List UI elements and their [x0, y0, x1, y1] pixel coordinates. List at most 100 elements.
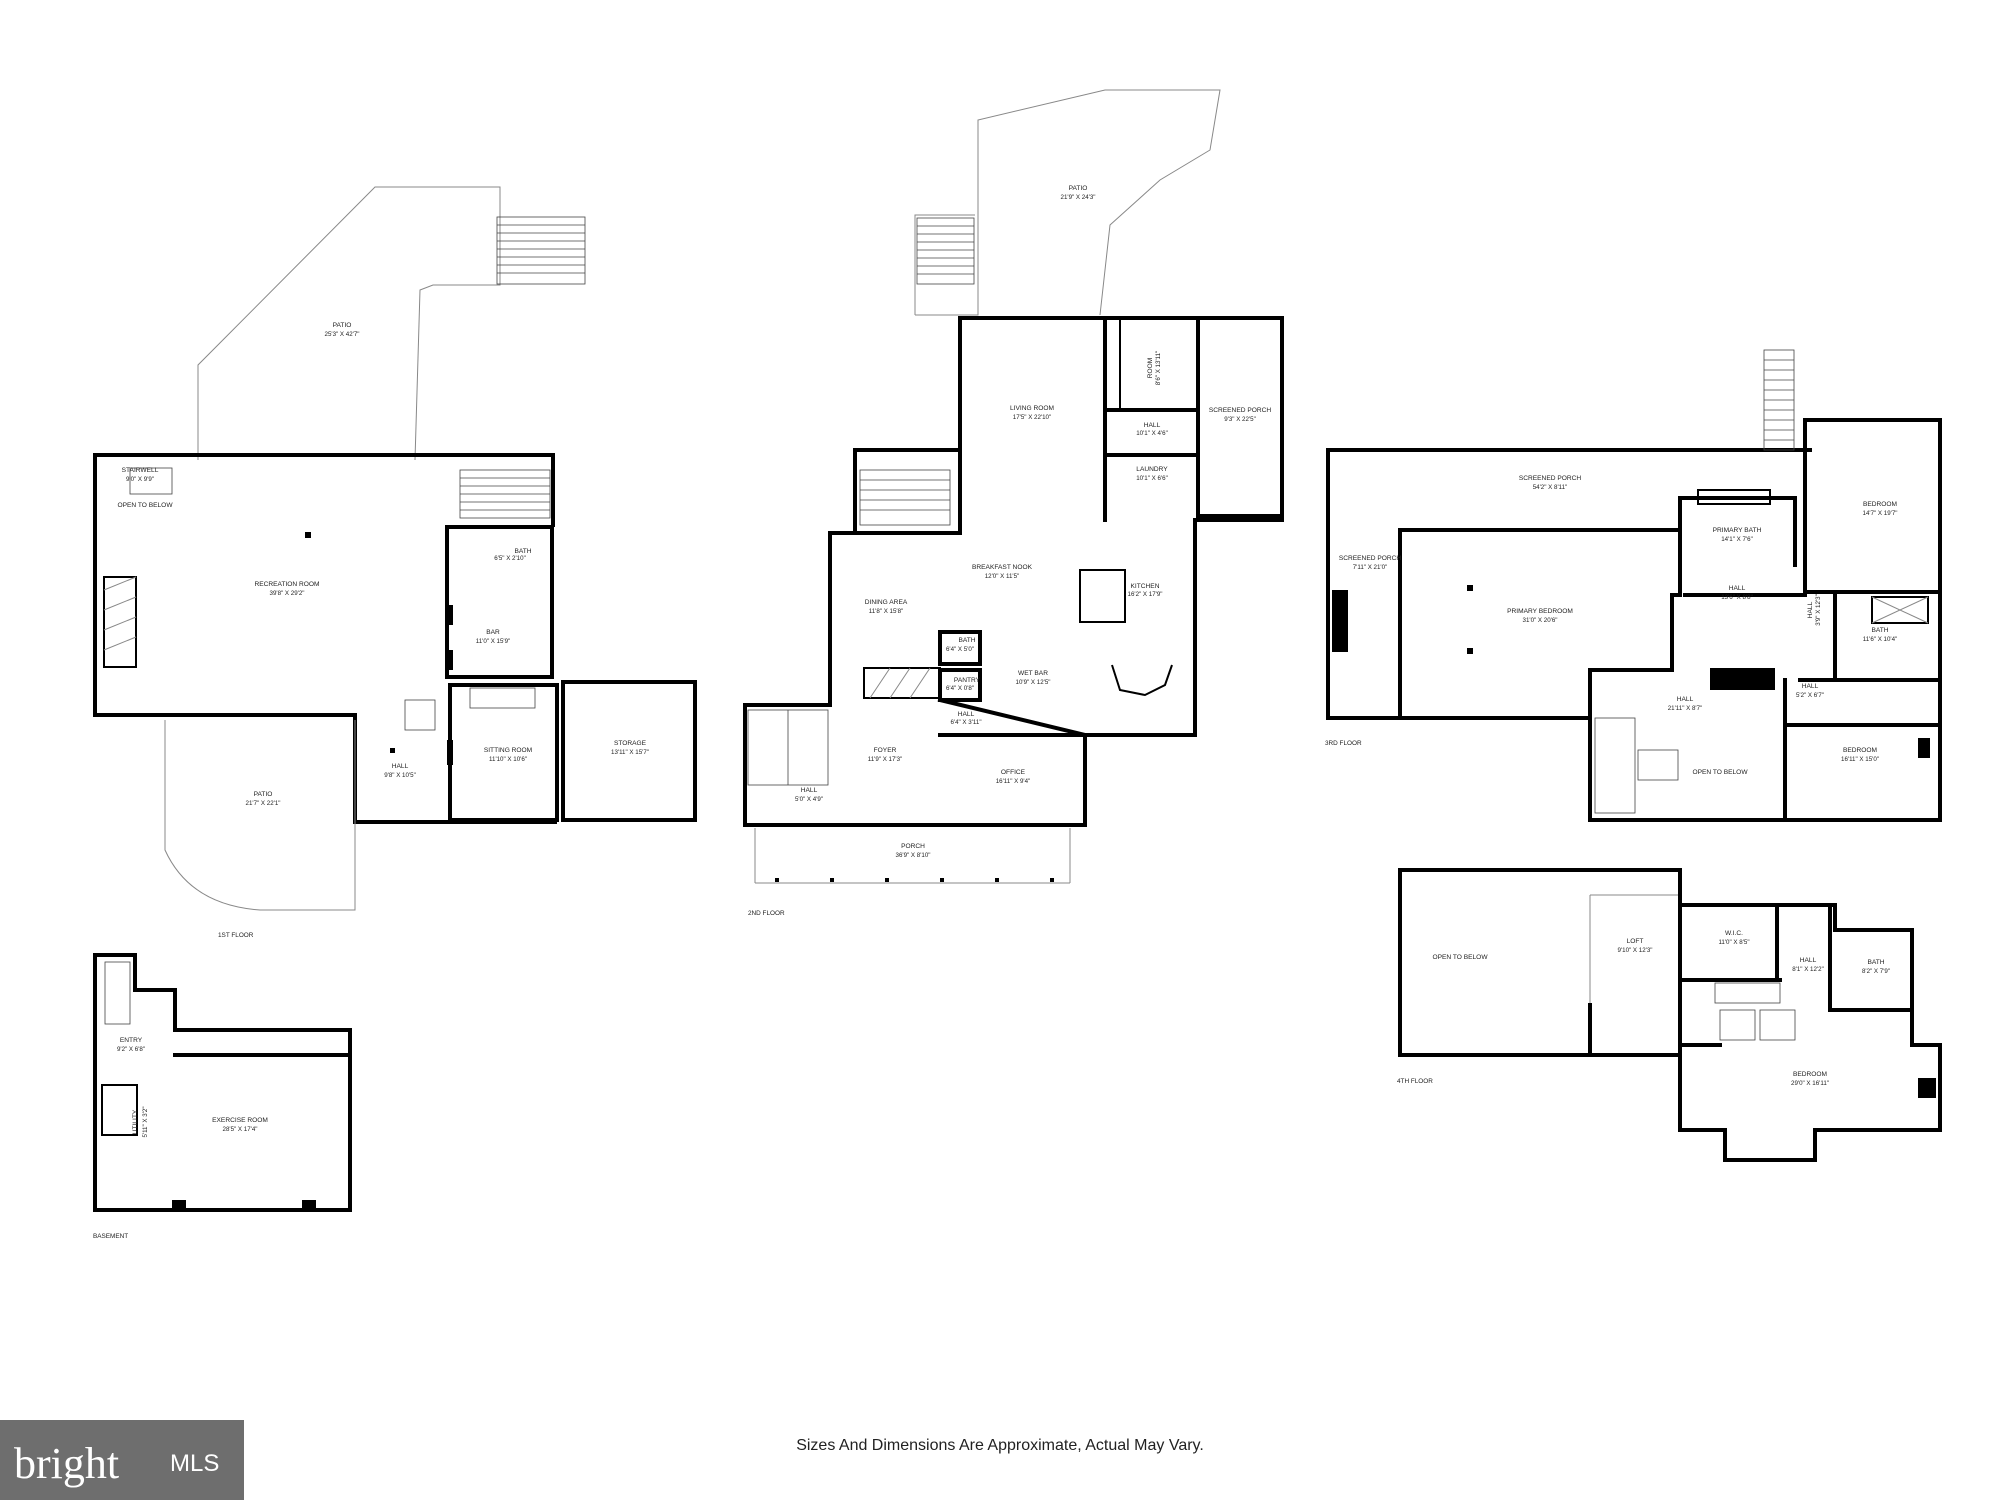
room-label: BATH	[514, 548, 531, 555]
room-dims: 21'9" X 24'3"	[1061, 194, 1096, 201]
room-dims: 9'3" X 22'5"	[1224, 416, 1256, 423]
floor-label: 4TH FLOOR	[1397, 1078, 1433, 1085]
room-label: HALL	[801, 787, 818, 794]
room-label: PANTRY	[954, 677, 981, 684]
room-dims: 21'7" X 22'1"	[246, 800, 281, 807]
room-label: HALL	[1677, 696, 1694, 703]
room-label: BEDROOM	[1863, 501, 1897, 508]
room-label: BAR	[486, 629, 500, 636]
room-dims: 36'9" X 8'10"	[896, 852, 931, 859]
room-dims: 8'6" X 13'11"	[1155, 351, 1162, 386]
basement-plan: ENTRY 9'2" X 6'8" EXERCISE ROOM 28'5" X …	[93, 953, 352, 1240]
patio-stairs	[496, 216, 586, 285]
room-dims: 7'11" X 21'0"	[1353, 564, 1388, 571]
room-label: PORCH	[901, 843, 925, 850]
room-dims: 14'1" X 7'6"	[1721, 536, 1753, 543]
room-dims: 9'2" X 6'8"	[117, 1046, 145, 1053]
first-floor-plan: PATIO 25'3" X 42'7" STAIRWELL 9'0" X 9'9…	[93, 186, 697, 939]
room-dims: 6'4" X 0'8"	[946, 685, 974, 692]
room-label: LAUNDRY	[1136, 466, 1168, 473]
room-label: PATIO	[254, 791, 273, 798]
room-dims: 11'10" X 10'6"	[489, 756, 527, 763]
room-dims: 21'11" X 8'7"	[1668, 705, 1703, 712]
room-label: SCREENED PORCH	[1519, 475, 1582, 482]
room-dims: 6'4" X 5'0"	[946, 646, 974, 653]
room-dims: 14'7" X 19'7"	[1863, 510, 1898, 517]
room-dims: 11'8" X 15'8"	[869, 608, 904, 615]
room-dims: 25'3" X 42'7"	[325, 331, 360, 338]
room-label: ENTRY	[120, 1037, 143, 1044]
room-dims: 9'10" X 12'3"	[1618, 947, 1653, 954]
room-dims: 16'11" X 9'4"	[996, 778, 1031, 785]
room-dims: 11'0" X 8'5"	[1718, 939, 1749, 946]
room-label: HALL	[1144, 422, 1161, 429]
room-label: HALL	[1800, 957, 1817, 964]
room-label: DINING AREA	[865, 599, 908, 606]
room-label: BEDROOM	[1843, 747, 1877, 754]
room-label: HALL	[392, 763, 409, 770]
room-dims: 11'0" X 15'9"	[476, 638, 511, 645]
room-dims: 5'0" X 4'9"	[795, 796, 823, 803]
room-dims: 16'2" X 17'9"	[1128, 591, 1163, 598]
room-label: PATIO	[1069, 185, 1088, 192]
room-label: STAIRWELL	[122, 467, 159, 474]
room-dims: 39'8" X 29'2"	[270, 590, 305, 597]
room-label: FOYER	[874, 747, 897, 754]
room-label: HALL	[958, 711, 975, 718]
room-label: EXERCISE ROOM	[212, 1117, 268, 1124]
room-dims: 8'2" X 7'9"	[1862, 968, 1890, 975]
room-label: WET BAR	[1018, 670, 1048, 677]
room-label: SCREENED PORCH	[1339, 555, 1402, 562]
room-label: KITCHEN	[1131, 583, 1160, 590]
room-label: STORAGE	[614, 740, 647, 747]
room-label: UTILITY	[132, 1109, 139, 1134]
room-dims: 10'1" X 4'6"	[1136, 430, 1168, 437]
floor-label: 2ND FLOOR	[748, 910, 785, 917]
room-label: PATIO	[333, 322, 352, 329]
room-label: OPEN TO BELOW	[1432, 954, 1488, 961]
logo-suffix: MLS	[170, 1450, 220, 1477]
room-dims: 11'6" X 10'4"	[1863, 636, 1898, 643]
room-label: SITTING ROOM	[484, 747, 532, 754]
room-dims: 54'2" X 8'11"	[1533, 484, 1568, 491]
floor-label: BASEMENT	[93, 1233, 128, 1240]
room-dims: 5'2" X 6'7"	[1796, 692, 1824, 699]
room-dims: 5'11" X 3'2"	[142, 1106, 149, 1137]
room-label: W.I.C.	[1725, 930, 1743, 937]
room-label: RECREATION ROOM	[254, 581, 319, 588]
third-floor-plan: SCREENED PORCH 54'2" X 8'11" SCREENED PO…	[1325, 349, 1942, 822]
room-label: BATH	[1871, 627, 1888, 634]
room-dims: 11'9" X 17'3"	[868, 756, 903, 763]
room-dims: 29'0" X 16'11"	[1791, 1080, 1829, 1087]
room-label: LOFT	[1627, 938, 1644, 945]
room-dims: 16'11" X 15'0"	[1841, 756, 1879, 763]
room-dims: 3'9" X 12'3"	[1815, 594, 1822, 626]
room-label: LIVING ROOM	[1010, 405, 1054, 412]
room-label: SCREENED PORCH	[1209, 407, 1272, 414]
room-dims: 31'0" X 20'6"	[1523, 617, 1558, 624]
room-dims: 17'5" X 22'10"	[1013, 414, 1051, 421]
floor-label: 3RD FLOOR	[1325, 740, 1362, 747]
second-floor-plan: PATIO 21'9" X 24'3" LIVING ROOM 17'5" X …	[743, 89, 1284, 917]
room-dims: 13'6" X 8'8"	[1721, 594, 1753, 601]
room-label: HALL	[1802, 683, 1819, 690]
room-label: OPEN TO BELOW	[1692, 769, 1748, 776]
floor-label: 1ST FLOOR	[218, 932, 254, 939]
room-label: HALL	[1807, 601, 1814, 618]
room-label: ROOM	[1147, 358, 1154, 379]
room-label: PRIMARY BATH	[1713, 527, 1762, 534]
room-label: HALL	[1729, 585, 1746, 592]
room-dims: 8'1" X 12'2"	[1792, 966, 1824, 973]
room-dims: 10'1" X 6'6"	[1136, 475, 1168, 482]
room-dims: 28'5" X 17'4"	[223, 1126, 258, 1133]
room-label: BATH	[1867, 959, 1884, 966]
disclaimer-text: Sizes And Dimensions Are Approximate, Ac…	[796, 1437, 1204, 1454]
room-label: OPEN TO BELOW	[117, 502, 173, 509]
room-label: PRIMARY BEDROOM	[1507, 608, 1573, 615]
room-dims: 6'5" X 2'10"	[494, 555, 526, 562]
room-dims: 13'11" X 15'7"	[611, 749, 649, 756]
room-label: BEDROOM	[1793, 1071, 1827, 1078]
room-dims: 9'8" X 10'5"	[384, 772, 416, 779]
bright-mls-logo: bright MLS	[0, 1420, 244, 1500]
